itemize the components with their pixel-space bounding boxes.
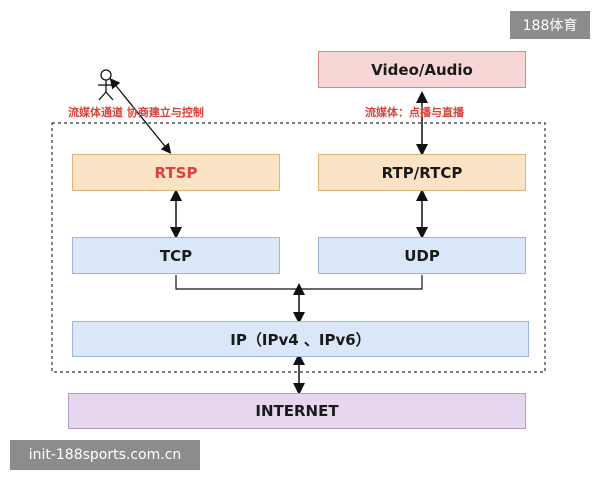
tcp-label: TCP xyxy=(159,246,193,265)
user-figure-icon xyxy=(98,69,114,101)
ip-box: IP（IPv4 、IPv6） xyxy=(72,321,529,357)
tcp-box: TCP xyxy=(72,237,280,274)
protocol-stack-boundary xyxy=(51,122,546,373)
video-audio-box: Video/Audio xyxy=(318,51,526,88)
tcp-udp-merge-line xyxy=(175,275,423,290)
udp-label: UDP xyxy=(404,246,440,265)
rtsp-box: RTSP xyxy=(72,154,280,191)
rtsp-label: RTSP xyxy=(154,163,198,182)
ip-label: IP（IPv4 、IPv6） xyxy=(230,330,371,349)
watermark-top-right: 188体育 xyxy=(510,11,590,39)
udp-box: UDP xyxy=(318,237,526,274)
rtp-rtcp-label: RTP/RTCP xyxy=(381,163,463,182)
rtp-rtcp-box: RTP/RTCP xyxy=(318,154,526,191)
video-audio-label: Video/Audio xyxy=(371,60,473,79)
internet-label: INTERNET xyxy=(255,402,339,420)
right-annotation: 流媒体：点播与直播 xyxy=(365,106,464,119)
watermark-bottom-left: init-188sports.com.cn xyxy=(10,440,200,470)
left-annotation: 流媒体通道 协商建立与控制 xyxy=(68,106,204,119)
arrow-user-rtsp xyxy=(109,77,172,155)
internet-box: INTERNET xyxy=(68,393,526,429)
